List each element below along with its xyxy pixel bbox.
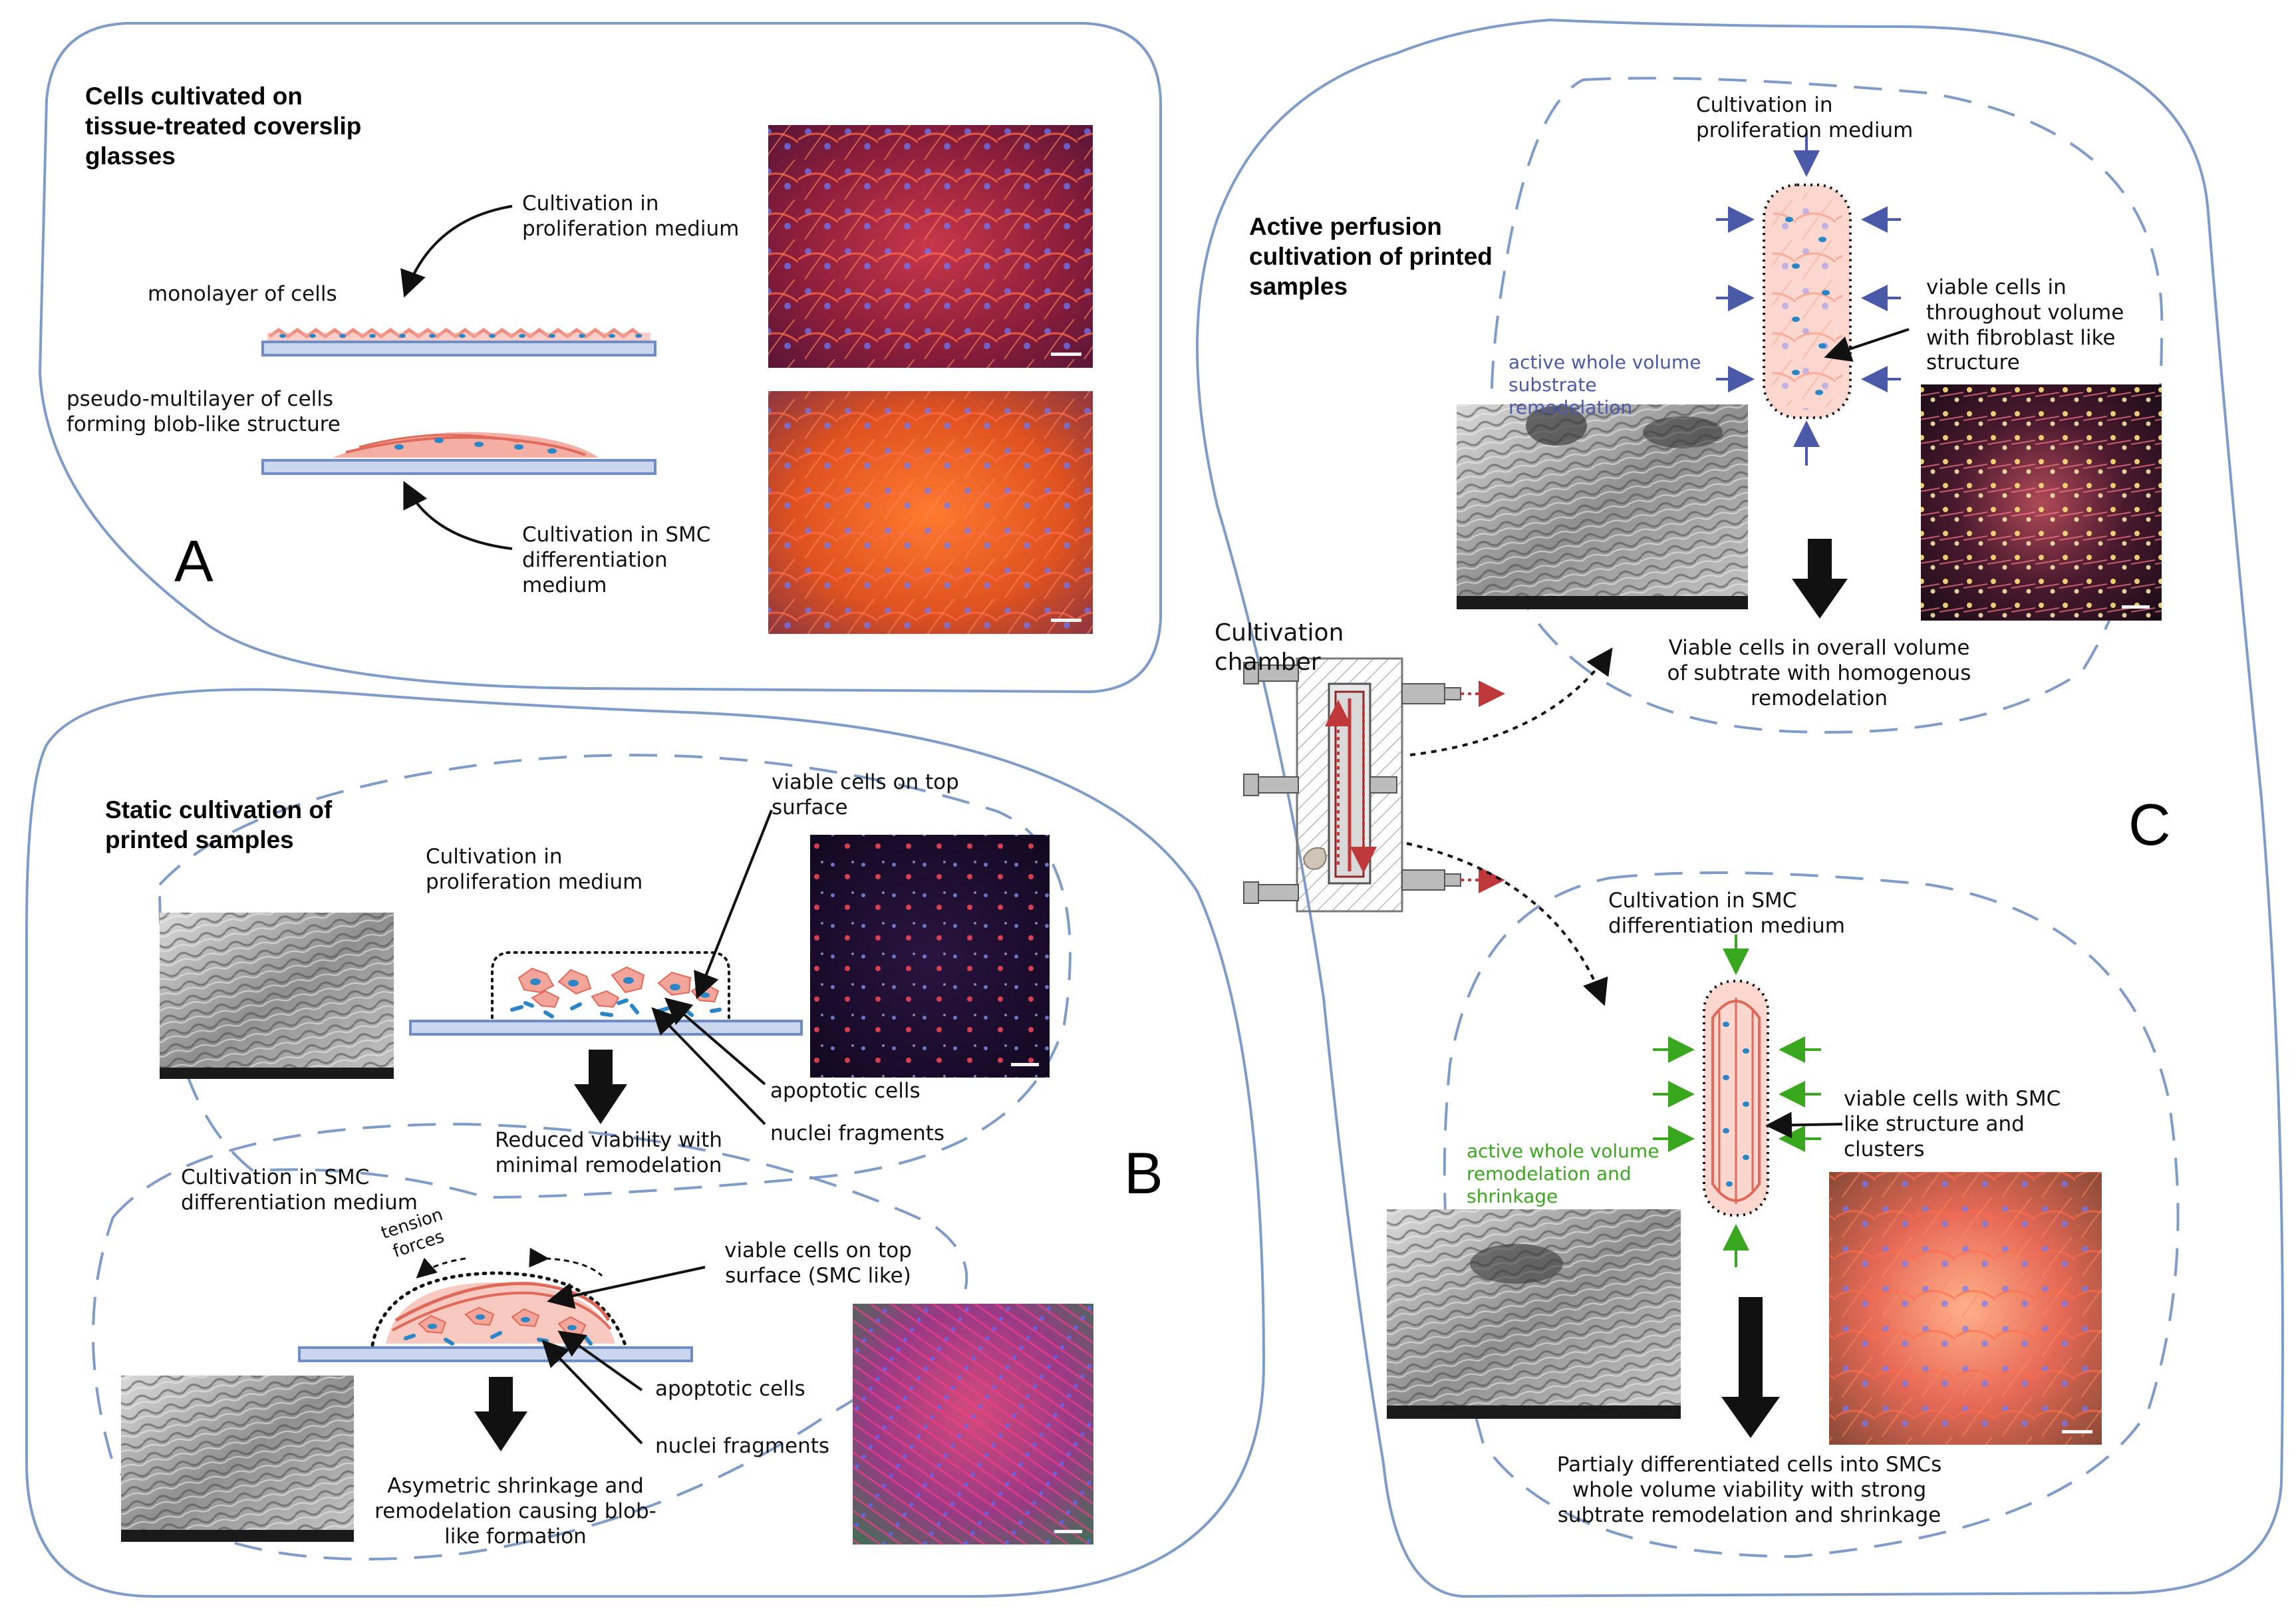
perfusion-arrows-blue bbox=[1716, 133, 1901, 466]
micrograph-c-bottom bbox=[1829, 1172, 2102, 1445]
perfusion-arrows-green bbox=[1653, 935, 1821, 1267]
cultivation-chamber-illustration bbox=[1243, 657, 1505, 913]
label-c-bottom-remodel: active whole volume remodelation and shr… bbox=[1467, 1140, 1659, 1208]
micrograph-b-bottom bbox=[853, 1304, 1093, 1544]
sample-dome-outline-b-bottom bbox=[370, 1271, 627, 1347]
panel-b-top-dashed-region bbox=[158, 754, 1072, 1199]
label-a-prolif-medium: Cultivation in proliferation medium bbox=[522, 192, 740, 241]
cells-on-sample-b-top bbox=[510, 966, 722, 1018]
down-arrow-c-top bbox=[1792, 539, 1848, 619]
label-c-bottom-viable: viable cells with SMC like structure and… bbox=[1844, 1087, 2061, 1161]
coverslip-glass-top bbox=[261, 341, 656, 357]
micrograph-c-top bbox=[1921, 384, 2162, 621]
label-b-bottom-result: Asymetric shrinkage and remodelation cau… bbox=[374, 1474, 656, 1548]
panel-c-outline bbox=[1196, 18, 2284, 1598]
pointer-viable-b-bottom bbox=[547, 1266, 706, 1309]
panel-c-letter: C bbox=[2128, 792, 2171, 857]
sem-image-c-top bbox=[1457, 404, 1748, 609]
down-arrow-c-bottom bbox=[1721, 1297, 1780, 1438]
printed-sample-outline-b-top bbox=[491, 951, 730, 1019]
down-arrow-b-top bbox=[574, 1050, 627, 1124]
label-b-top-apoptotic: apoptotic cells bbox=[770, 1079, 921, 1103]
micrograph-a-smc bbox=[768, 391, 1093, 634]
pointer-nuclei-b-bottom bbox=[541, 1340, 643, 1445]
label-b-top-result: Reduced viability with minimal remodelat… bbox=[495, 1128, 722, 1177]
tension-arrow-right bbox=[529, 1247, 603, 1277]
panel-a-letter: A bbox=[174, 528, 214, 594]
label-b-bottom-apoptotic: apoptotic cells bbox=[655, 1377, 805, 1401]
tension-arrow-left bbox=[416, 1257, 466, 1279]
label-b-top-viable: viable cells on top surface bbox=[772, 770, 959, 819]
label-a-pseudo-multilayer: pseudo-multilayer of cells forming blob-… bbox=[67, 387, 341, 436]
micrograph-b-top bbox=[810, 835, 1050, 1078]
panel-b-letter: B bbox=[1124, 1140, 1163, 1206]
blob-like-cell-cluster bbox=[333, 432, 599, 458]
panel-b-outline bbox=[25, 688, 1266, 1598]
label-a-monolayer: monolayer of cells bbox=[148, 282, 337, 306]
label-c-top-viable: viable cells in throughout volume with f… bbox=[1926, 275, 2124, 375]
sem-image-b-top bbox=[160, 913, 394, 1079]
down-arrow-b-bottom bbox=[474, 1377, 527, 1451]
label-c-bottom-result: Partialy differentiated cells into SMCs … bbox=[1556, 1453, 1942, 1527]
dome-cells-b-bottom bbox=[386, 1282, 615, 1346]
dashed-arrow-to-top-detail bbox=[1409, 647, 1613, 756]
label-c-top-remodel: active whole volume substrate remodelati… bbox=[1508, 351, 1701, 419]
pointer-viable-c-bottom bbox=[1765, 1111, 1843, 1139]
label-c-bottom-smc-medium: Cultivation in SMC differentiation mediu… bbox=[1608, 889, 1845, 938]
sem-image-c-bottom bbox=[1387, 1209, 1681, 1419]
substrate-slide-b-bottom bbox=[298, 1346, 693, 1362]
label-b-bottom-nuclei: nuclei fragments bbox=[655, 1434, 830, 1458]
panel-a-title: Cells cultivated on tissue-treated cover… bbox=[85, 82, 362, 170]
panel-c-bottom-dashed-region bbox=[1443, 871, 2180, 1558]
arrow-to-monolayer bbox=[400, 205, 513, 298]
micrograph-a-proliferation bbox=[768, 125, 1093, 368]
label-b-top-nuclei: nuclei fragments bbox=[770, 1121, 945, 1145]
panel-a-outline bbox=[38, 22, 1162, 694]
panel-b-title: Static cultivation of printed samples bbox=[105, 796, 333, 854]
label-a-smc-medium: Cultivation in SMC differentiation mediu… bbox=[522, 523, 711, 597]
label-b-bottom-viable: viable cells on top surface (SMC like) bbox=[724, 1239, 912, 1288]
pointer-nuclei-b-top bbox=[651, 1007, 766, 1125]
label-b-top-prolif-medium: Cultivation in proliferation medium bbox=[426, 845, 643, 894]
capsule-sample-c-top bbox=[1763, 184, 1852, 419]
panel-c-title: Active perfusion cultivation of printed … bbox=[1249, 213, 1493, 301]
label-b-bottom-smc-medium: Cultivation in SMC differentiation mediu… bbox=[181, 1165, 418, 1215]
panel-c-top-dashed-region bbox=[1490, 76, 2164, 734]
sem-image-b-bottom bbox=[121, 1376, 354, 1542]
label-cultivation-chamber: Cultivation chamber bbox=[1215, 619, 1344, 676]
pointer-apoptotic-b-top bbox=[664, 997, 766, 1086]
arrow-to-blob bbox=[403, 480, 513, 550]
monolayer-cells bbox=[267, 327, 650, 341]
pointer-viable-b-top bbox=[694, 809, 773, 1000]
dashed-arrow-to-bottom-detail bbox=[1406, 842, 1608, 1006]
coverslip-glass-bottom bbox=[261, 459, 656, 475]
capsule-sample-c-bottom bbox=[1703, 980, 1769, 1217]
label-c-top-prolif-medium: Cultivation in proliferation medium bbox=[1696, 93, 1914, 142]
pointer-apoptotic-b-bottom bbox=[557, 1330, 643, 1392]
pointer-viable-c-top bbox=[1824, 328, 1910, 362]
substrate-slide-b-top bbox=[409, 1020, 803, 1036]
label-c-top-result: Viable cells in overall volume of subtra… bbox=[1667, 636, 1971, 710]
